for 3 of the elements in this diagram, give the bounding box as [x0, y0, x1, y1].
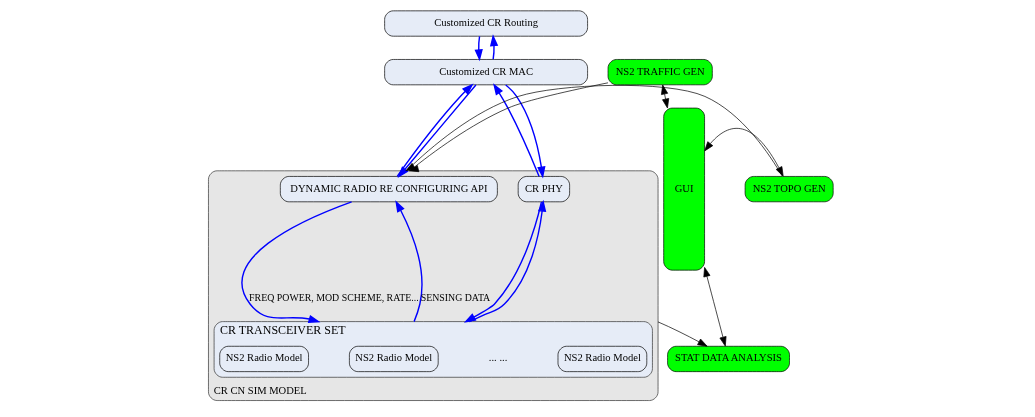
label: ... ...	[488, 352, 507, 364]
edge-label: SENSING DATA	[420, 292, 490, 304]
edge-label: FREQ POWER, MOD SCHEME, RATE...	[248, 292, 419, 304]
